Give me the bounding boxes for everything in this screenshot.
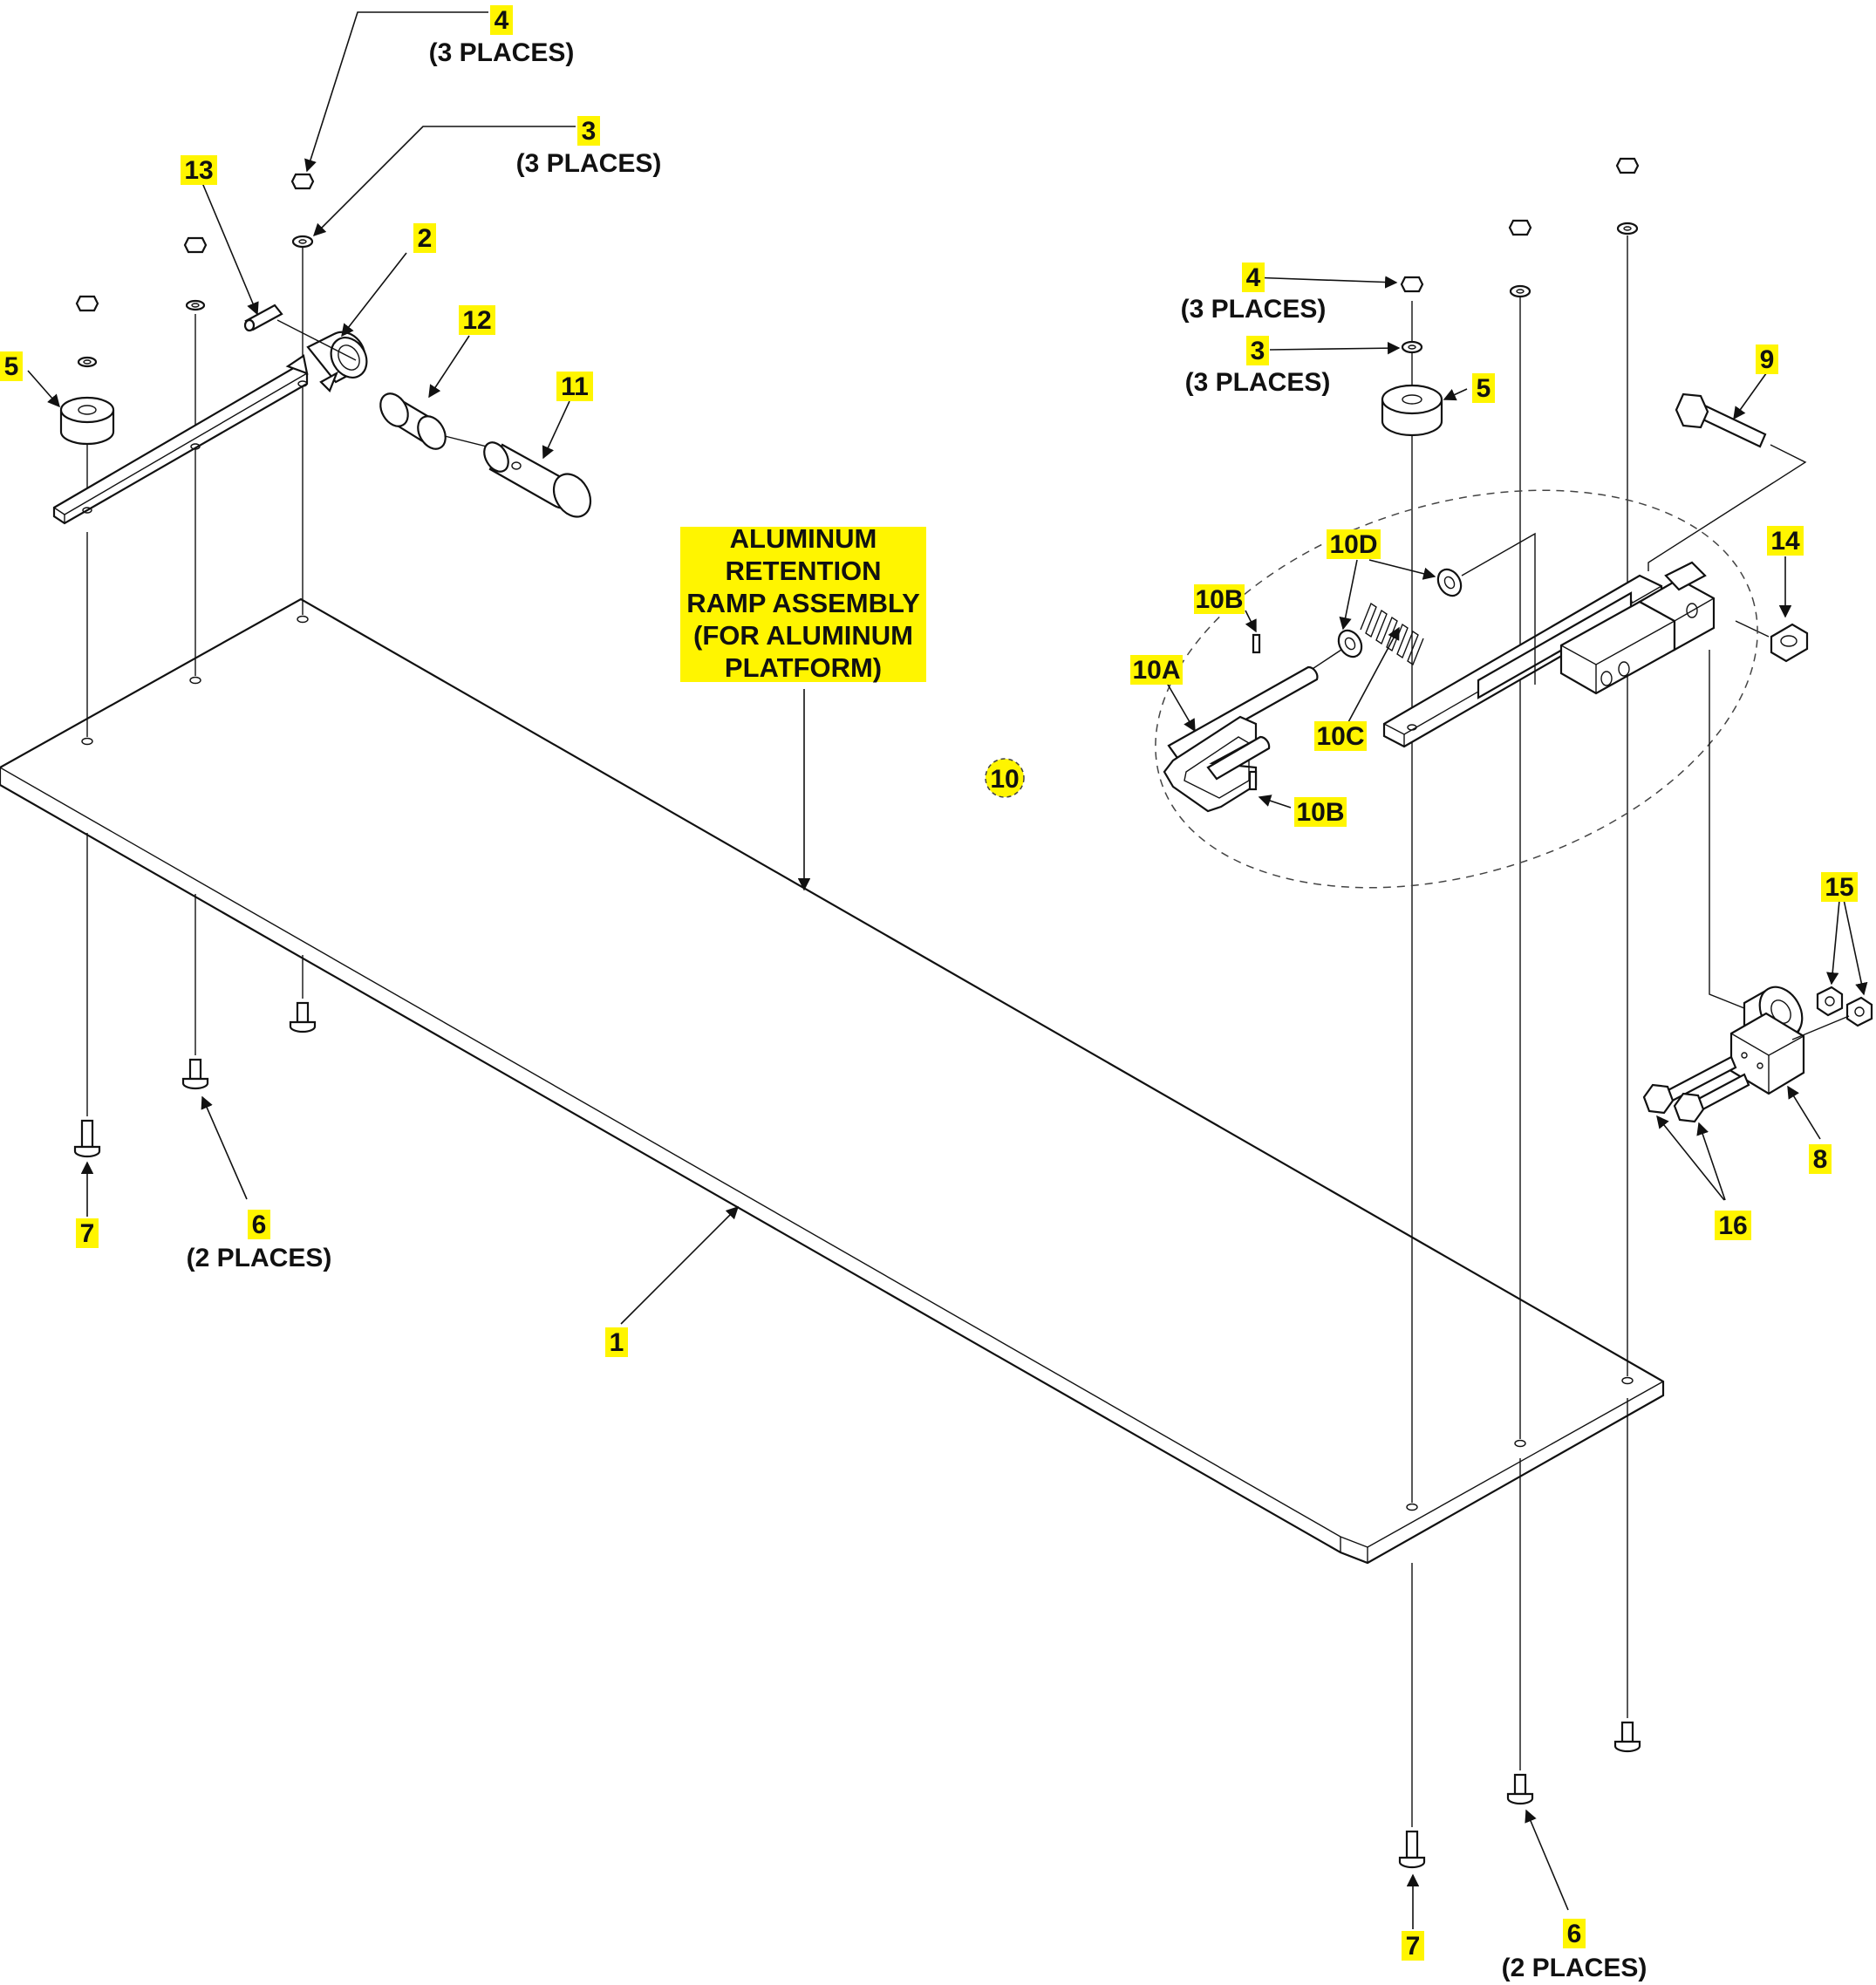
callout-9: 9 [1760, 345, 1775, 374]
clevis-pin [483, 441, 592, 518]
callout-4-right-note: (3 PLACES) [1181, 295, 1327, 324]
callout-7-left: 7 [80, 1219, 95, 1248]
callout-10d: 10D [1329, 530, 1377, 559]
right-latch-bracket [1382, 561, 1716, 748]
callout-1: 1 [610, 1328, 624, 1357]
hex-bolt [1647, 392, 1807, 571]
callout-4-top-note: (3 PLACES) [429, 38, 575, 67]
assembly-title-line-2: RETENTION [725, 556, 881, 586]
callout-5-left: 5 [4, 352, 19, 381]
left-spacer [59, 396, 115, 446]
callout-6-left-note: (2 PLACES) [187, 1244, 332, 1272]
leader-lines [27, 11, 1868, 1929]
lock-nut [1735, 620, 1809, 663]
callout-2: 2 [418, 224, 433, 253]
left-bottom-bolts [73, 1001, 317, 1158]
callout-6-right-note: (2 PLACES) [1502, 1954, 1647, 1982]
callout-6-left: 6 [252, 1211, 267, 1239]
assembly-title-line-5: PLATFORM) [725, 652, 882, 683]
callout-6-right: 6 [1567, 1920, 1582, 1948]
assembly-title-line-4: (FOR ALUMINUM [693, 620, 913, 651]
callout-10b-lower: 10B [1296, 798, 1344, 827]
callout-labels: 4 (3 PLACES) 3 (3 PLACES) 13 2 12 11 5 4… [0, 5, 1858, 1982]
callout-3-top: 3 [582, 117, 597, 146]
callout-16: 16 [1718, 1211, 1747, 1240]
callout-14: 14 [1770, 527, 1800, 556]
callout-4-top: 4 [495, 6, 509, 35]
assembly-title-box: ALUMINUM RETENTION RAMP ASSEMBLY (FOR AL… [680, 523, 926, 683]
callout-13: 13 [184, 156, 213, 185]
assembly-title-line-3: RAMP ASSEMBLY [686, 588, 920, 618]
hinge-block [1709, 650, 1805, 1095]
callout-10: 10 [990, 765, 1019, 794]
assembly-centre-lines [86, 235, 1628, 1827]
right-hardware-stack [1400, 157, 1640, 354]
roll-pin [243, 304, 357, 361]
flange-nuts [1791, 986, 1873, 1040]
callout-7-right: 7 [1406, 1932, 1421, 1961]
right-bottom-bolts [1398, 1721, 1641, 1869]
right-spacer [1381, 384, 1443, 437]
base-plate [0, 597, 1665, 1565]
callout-10a: 10A [1132, 656, 1180, 685]
left-hardware-stack [75, 173, 315, 368]
callout-10b-upper: 10B [1195, 585, 1243, 614]
callout-12: 12 [462, 306, 491, 335]
latch-subassembly [1155, 489, 1758, 889]
callout-5-right: 5 [1477, 374, 1491, 403]
callout-3-top-note: (3 PLACES) [516, 149, 662, 178]
callout-11: 11 [561, 372, 589, 401]
callout-8: 8 [1813, 1145, 1828, 1174]
left-arm-bracket [52, 331, 368, 525]
callout-10c: 10C [1316, 722, 1364, 751]
callout-3-right: 3 [1251, 337, 1265, 365]
callout-4-right: 4 [1246, 263, 1261, 292]
assembly-title-line-1: ALUMINUM [730, 523, 877, 554]
bushing [379, 392, 498, 450]
flange-bolts [1642, 1055, 1750, 1123]
callout-3-right-note: (3 PLACES) [1185, 368, 1331, 397]
callout-15: 15 [1825, 873, 1853, 902]
